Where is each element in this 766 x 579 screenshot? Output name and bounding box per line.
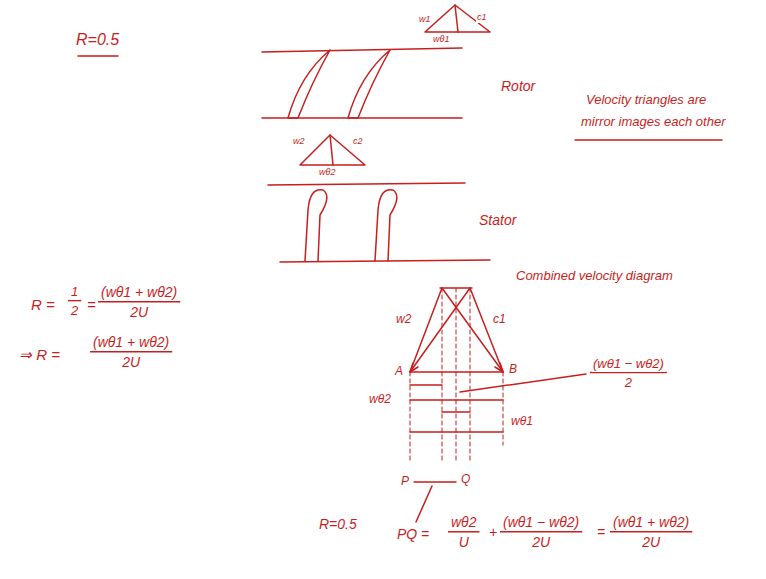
handwritten-label: 2 xyxy=(624,375,633,391)
handwritten-label: (wθ1 + wθ2) xyxy=(100,284,178,301)
fraction-bar xyxy=(98,301,180,303)
handwritten-label: 2U xyxy=(129,304,149,321)
handwritten-label: Combined velocity diagram xyxy=(515,268,674,284)
velocity-triangle xyxy=(425,5,490,32)
handwritten-label: c2 xyxy=(352,136,364,147)
underline xyxy=(78,55,118,57)
handwritten-label: w2 xyxy=(395,312,412,326)
velocity-triangle xyxy=(300,135,365,165)
handwritten-label: R=0.5 xyxy=(75,30,120,49)
dimension-line xyxy=(410,431,503,433)
triangle-line xyxy=(330,135,333,165)
handwritten-label: A xyxy=(394,364,404,378)
handwritten-label: U xyxy=(458,534,470,551)
handwritten-label: R=0.5 xyxy=(318,516,358,533)
handwritten-label: 2U xyxy=(121,354,141,371)
handwritten-label: Rotor xyxy=(500,78,536,95)
handwritten-label: wθ2 xyxy=(318,167,336,178)
handwritten-label: Q xyxy=(460,472,471,486)
handwritten-label: = xyxy=(596,524,606,541)
dimension-line xyxy=(410,399,503,401)
handwritten-label: w2 xyxy=(292,136,306,147)
handwritten-label: Stator xyxy=(478,212,517,229)
handwritten-label: (wθ1 − wθ2) xyxy=(592,356,665,372)
handwritten-label: Velocity triangles are xyxy=(585,92,707,108)
dimension-line xyxy=(410,384,442,386)
fraction-bar xyxy=(68,300,81,302)
dimension-line xyxy=(442,411,470,413)
handwritten-label: B xyxy=(508,362,518,376)
triangle-line xyxy=(455,5,458,32)
fraction-bar xyxy=(590,372,667,374)
arrowhead xyxy=(495,363,503,372)
hub-line xyxy=(280,260,490,262)
casing-line xyxy=(262,48,462,52)
handwritten-label: 2U xyxy=(641,534,661,551)
velocity-vector xyxy=(442,288,503,372)
handwritten-label: P xyxy=(400,474,410,488)
leader-line xyxy=(460,374,586,392)
velocity-vector xyxy=(470,288,503,372)
stator-blade xyxy=(305,190,327,261)
handwritten-label: R = xyxy=(30,296,56,314)
handwritten-label: 1 xyxy=(70,284,79,300)
handwritten-label: wθ1 xyxy=(510,414,534,428)
handwritten-label: = xyxy=(86,296,97,314)
handwritten-label: (wθ1 − wθ2) xyxy=(502,514,580,531)
handwritten-label: wθ2 xyxy=(368,392,392,406)
handwritten-label: (wθ1 + wθ2) xyxy=(612,514,690,531)
rotor-blade xyxy=(348,50,390,118)
velocity-vector xyxy=(410,288,470,372)
handwritten-label: wθ2 xyxy=(450,514,478,531)
handwritten-label: (wθ1 + wθ2) xyxy=(92,334,170,351)
rotor-blade xyxy=(288,50,330,118)
leader-line xyxy=(416,486,432,522)
fraction-bar xyxy=(448,531,480,533)
velocity-vector xyxy=(410,288,442,372)
handwritten-label: ⇒ R = xyxy=(18,346,61,364)
handwritten-label: 2 xyxy=(70,303,79,319)
fraction-bar xyxy=(90,351,172,353)
fraction-bar xyxy=(500,531,582,533)
handwritten-label: + xyxy=(488,524,498,541)
stator-blade xyxy=(375,190,397,261)
dimension-line xyxy=(414,481,456,483)
handwritten-label: c1 xyxy=(476,12,488,23)
casing-line xyxy=(268,183,465,185)
handwritten-label: wθ1 xyxy=(432,34,450,45)
handwritten-label: c1 xyxy=(492,312,507,326)
handwritten-label: 2U xyxy=(531,534,551,551)
underline xyxy=(575,139,722,141)
fraction-bar xyxy=(610,531,692,533)
arrowhead xyxy=(410,363,418,372)
handwritten-label: w1 xyxy=(418,14,432,25)
handwritten-label: mirror images each other xyxy=(580,114,727,130)
handwritten-label: PQ = xyxy=(396,526,430,543)
